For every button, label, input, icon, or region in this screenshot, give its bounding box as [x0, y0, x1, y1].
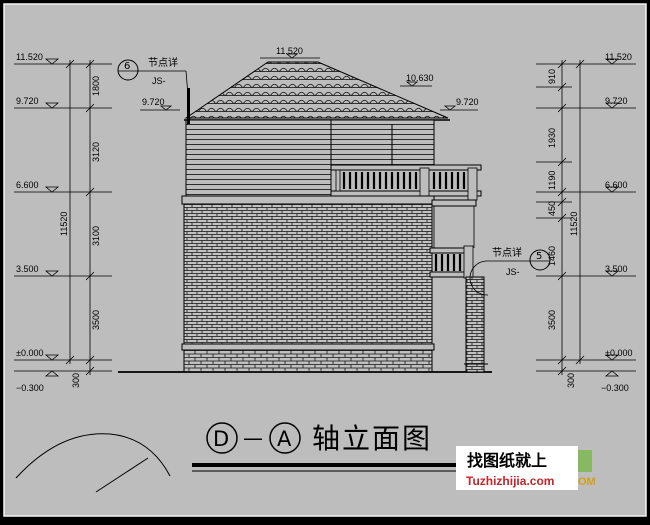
lower-balcony — [429, 245, 474, 279]
title-axis-from: D — [213, 427, 229, 451]
left-dimension-values: 1800 3120 3100 3500 300 11520 — [59, 76, 101, 388]
callout-5-ref: JS- — [506, 267, 520, 277]
right-dim-300: 300 — [566, 373, 576, 388]
left-elev-11520: 11.520 — [16, 52, 43, 62]
roof-peak-level: 11.520 — [276, 46, 303, 56]
right-dimension-chain — [536, 58, 636, 377]
right-dim-450: 450 — [547, 201, 557, 216]
watermark-cn: 找图纸就上 — [467, 451, 547, 470]
upper-wall-right — [330, 119, 435, 169]
right-dim-910: 910 — [547, 69, 557, 84]
base-course — [183, 349, 433, 373]
arc-radius-line — [95, 457, 149, 493]
watermark-logo-mark — [578, 450, 592, 472]
callout-5-number: 5 — [536, 251, 542, 262]
title-axis-d-circle — [206, 422, 238, 454]
roof-left-eave-level: 9.720 — [142, 97, 165, 107]
plinth-band — [181, 343, 435, 351]
watermark-url: Tuzhizhijia.com — [466, 474, 554, 488]
left-dim-300: 300 — [71, 373, 81, 388]
roof-right-eave-level: 9.720 — [456, 97, 479, 107]
right-elev-6600: 6.600 — [605, 180, 628, 190]
side-pier — [465, 276, 485, 373]
right-elev-11520: 11.520 — [605, 52, 632, 62]
left-elev-3500: 3.500 — [16, 264, 39, 274]
right-elevation-labels: 11.520 9.720 6.600 3.500 ±0.000 −0.300 — [601, 52, 632, 393]
side-beam — [431, 199, 477, 207]
callout-5-text: 节点详 — [492, 246, 522, 259]
detail-callout-6: 6 节点详 JS- — [117, 56, 191, 124]
left-dimension-chain — [14, 58, 112, 377]
floor-band — [181, 195, 435, 205]
watermark-box — [456, 446, 578, 490]
right-dim-1190: 1190 — [547, 171, 557, 190]
title-separator: — — [243, 426, 263, 450]
left-dim-3500: 3500 — [91, 310, 101, 330]
right-elev-3500: 3.500 — [605, 264, 628, 274]
left-elev-0000: ±0.000 — [16, 348, 43, 358]
right-elev-9720: 9.720 — [605, 96, 628, 106]
left-elevation-labels: 11.520 9.720 6.600 3.500 ±0.000 −0.300 — [16, 52, 44, 393]
left-dim-3100: 3100 — [91, 226, 101, 246]
callout-6-leader-mark — [187, 88, 190, 124]
left-elev-6600: 6.600 — [16, 180, 39, 190]
right-dim-total: 11520 — [569, 212, 579, 236]
arc-outline — [15, 433, 171, 479]
callout-6-ref: JS- — [152, 76, 166, 86]
title-underline-thick — [192, 463, 460, 467]
title-axis-a-circle — [269, 422, 301, 454]
right-dim-1460: 1460 — [547, 246, 557, 266]
hip-roof — [184, 61, 449, 119]
roof-levels — [140, 53, 478, 111]
right-dim-1930: 1930 — [547, 128, 557, 148]
right-elev-0000: ±0.000 — [605, 348, 632, 358]
left-elev-neg0300: −0.300 — [16, 383, 44, 393]
building-elevation — [181, 61, 488, 373]
right-dim-3500: 3500 — [547, 310, 557, 330]
left-elev-9720: 9.720 — [16, 96, 39, 106]
left-dim-1800: 1800 — [91, 76, 101, 96]
left-dim-3120: 3120 — [91, 142, 101, 162]
watermark-tail: OM — [578, 476, 596, 488]
title-axis-to: A — [277, 427, 292, 451]
callout-6-text: 节点详 — [148, 56, 178, 69]
detail-callout-5: 5 节点详 JS- — [469, 246, 551, 296]
brick-wall — [183, 203, 433, 349]
right-dimension-values: 910 1930 1190 450 1460 3500 300 11520 — [547, 69, 579, 388]
left-dim-total: 11520 — [59, 212, 69, 236]
watermark: 找图纸就上 Tuzhizhijia.com OM — [456, 446, 596, 490]
upper-balcony — [330, 164, 482, 201]
upper-wall-left — [185, 119, 332, 197]
callout-6-number: 6 — [124, 61, 130, 72]
title-text: 轴立面图 — [312, 422, 432, 455]
drawing-title: D — A 轴立面图 — [192, 422, 460, 472]
right-elev-neg0300: −0.300 — [601, 383, 629, 393]
roof-ridge-level: 10.630 — [406, 73, 434, 83]
